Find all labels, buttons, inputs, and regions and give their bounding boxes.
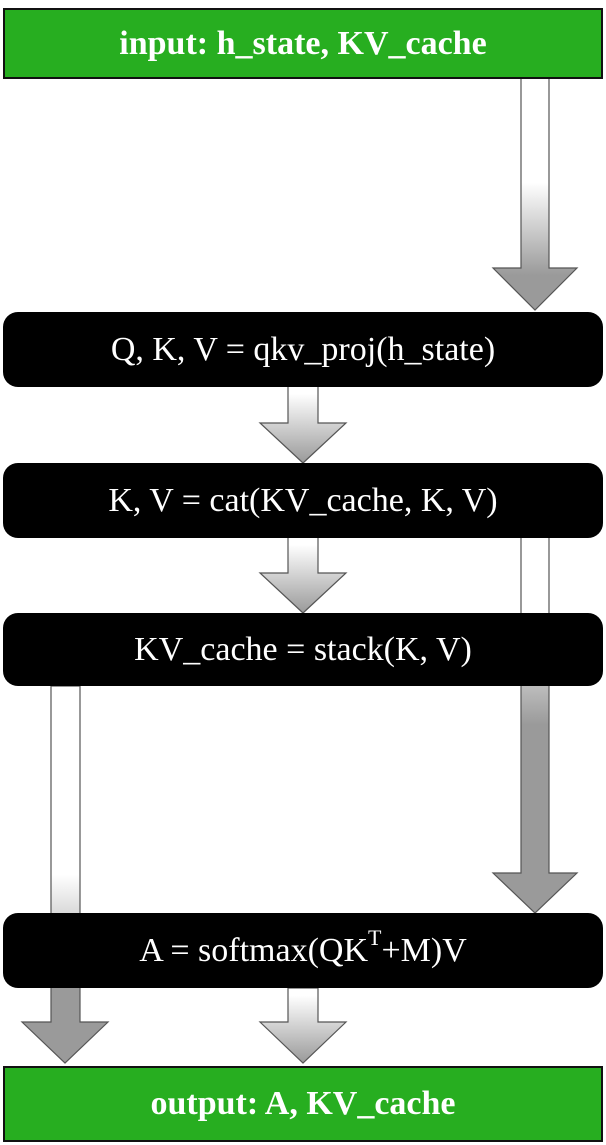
input-box: input: h_state, KV_cache: [3, 8, 603, 79]
qkv-proj-label: Q, K, V = qkv_proj(h_state): [110, 330, 496, 368]
output-label: output: A, KV_cache: [150, 1085, 456, 1122]
arrow-softmax-to-output: [258, 987, 348, 1064]
softmax-label: A = softmax(QKT+M)V: [139, 927, 467, 970]
arrow-input-to-qkv: [491, 77, 579, 311]
stack-label: KV_cache = stack(K, V): [134, 630, 472, 668]
qkv-proj-box: Q, K, V = qkv_proj(h_state): [3, 312, 603, 387]
cat-label: K, V = cat(KV_cache, K, V): [108, 481, 498, 519]
softmax-label-pre: A = softmax(QK: [139, 931, 369, 969]
output-box: output: A, KV_cache: [3, 1066, 603, 1142]
softmax-box: A = softmax(QKT+M)V: [3, 913, 603, 988]
arrow-cat-to-softmax: [491, 536, 579, 914]
stack-box: KV_cache = stack(K, V): [3, 613, 603, 686]
cat-box: K, V = cat(KV_cache, K, V): [3, 463, 603, 538]
arrow-stack-to-output: [20, 685, 110, 1064]
softmax-label-sup: T: [368, 925, 382, 951]
arrow-qkv-to-cat: [258, 385, 348, 464]
softmax-label-post: +M)V: [381, 931, 467, 969]
arrow-cat-to-stack: [258, 536, 348, 614]
input-label: input: h_state, KV_cache: [119, 24, 487, 62]
